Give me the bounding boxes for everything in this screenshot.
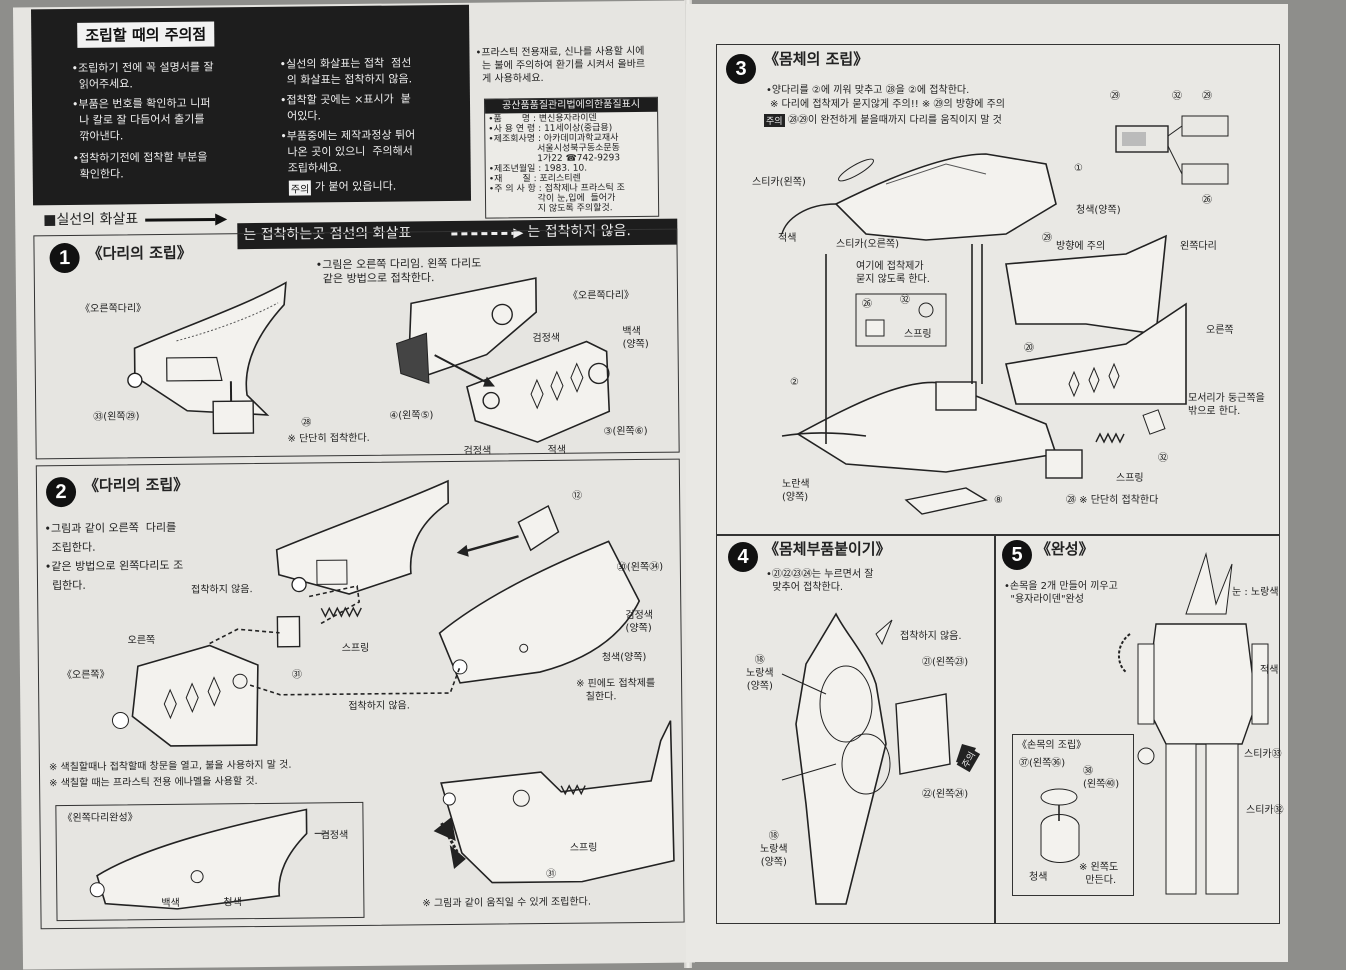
label-sticker-a: 스티카㉝ xyxy=(1244,748,1282,761)
left-page: 조립할 때의 주의점 •조립하기 전에 꼭 설명서를 잘 읽어주세요. •부품은… xyxy=(13,1,695,970)
label-p31-a: ㉛ xyxy=(292,669,302,682)
label-p30: ㉚(왼쪽㉞) xyxy=(617,561,663,574)
label-spring-a: 스프링 xyxy=(342,642,370,655)
completed-leg-box: 《왼쪽다리완성》 검정색 백색 청색 xyxy=(55,802,364,921)
label-right-b: 《오른쪽》 xyxy=(62,669,110,682)
completed-blue: 청색 xyxy=(223,896,242,909)
label-no-glue-a: 접착하지 않음. xyxy=(191,583,253,597)
label-blue: 청색 xyxy=(1029,871,1047,884)
label-blue-both: 청색(양쪽) xyxy=(602,651,647,664)
label-no-glue-b: 접착하지 않음. xyxy=(348,699,410,713)
label-black-both: 검정색 (양쪽) xyxy=(625,609,653,635)
label-sticker-b: 스티카㉜ xyxy=(1246,804,1284,817)
paint-note-1: ※ 색칠할때나 접착할때 창문을 열고, 불을 사용하지 말 것. xyxy=(49,759,292,775)
label-right-a: 오른쪽 xyxy=(128,634,156,647)
label-pin-note: ※ 핀에도 접착제를 칠한다. xyxy=(576,677,655,704)
label-bottom-note: ※ 그림과 같이 움직일 수 있게 조립한다. xyxy=(422,896,591,911)
completed-black: 검정색 xyxy=(321,829,349,842)
label-left-too: ※ 왼쪽도 만든다. xyxy=(1079,861,1118,887)
label-p31-b: ㉛ xyxy=(546,868,556,881)
right-page: 3 《몸체의 조립》 •양다리를 ②에 끼워 맞추고 ㉘을 ②에 접착한다. ※… xyxy=(686,4,1288,962)
completed-leg-drawing xyxy=(56,803,363,920)
label-spring-b: 스프링 xyxy=(570,841,598,854)
step5-diagram xyxy=(686,4,1288,962)
label-red: 적색 xyxy=(1260,664,1278,677)
paint-note-2: ※ 색칠할 때는 프라스틱 전용 에나멜을 사용할 것. xyxy=(49,775,258,790)
wrist-box: 《손목의 조립》 ㊲(왼쪽㊱) ㊳ (왼쪽㊵) 청색 ※ 왼쪽도 만든다. xyxy=(1012,734,1134,896)
label-p12: ⑫ xyxy=(572,490,582,503)
label-eye: 눈 : 노랑색 xyxy=(1232,586,1279,599)
completed-white: 백색 xyxy=(161,897,180,910)
